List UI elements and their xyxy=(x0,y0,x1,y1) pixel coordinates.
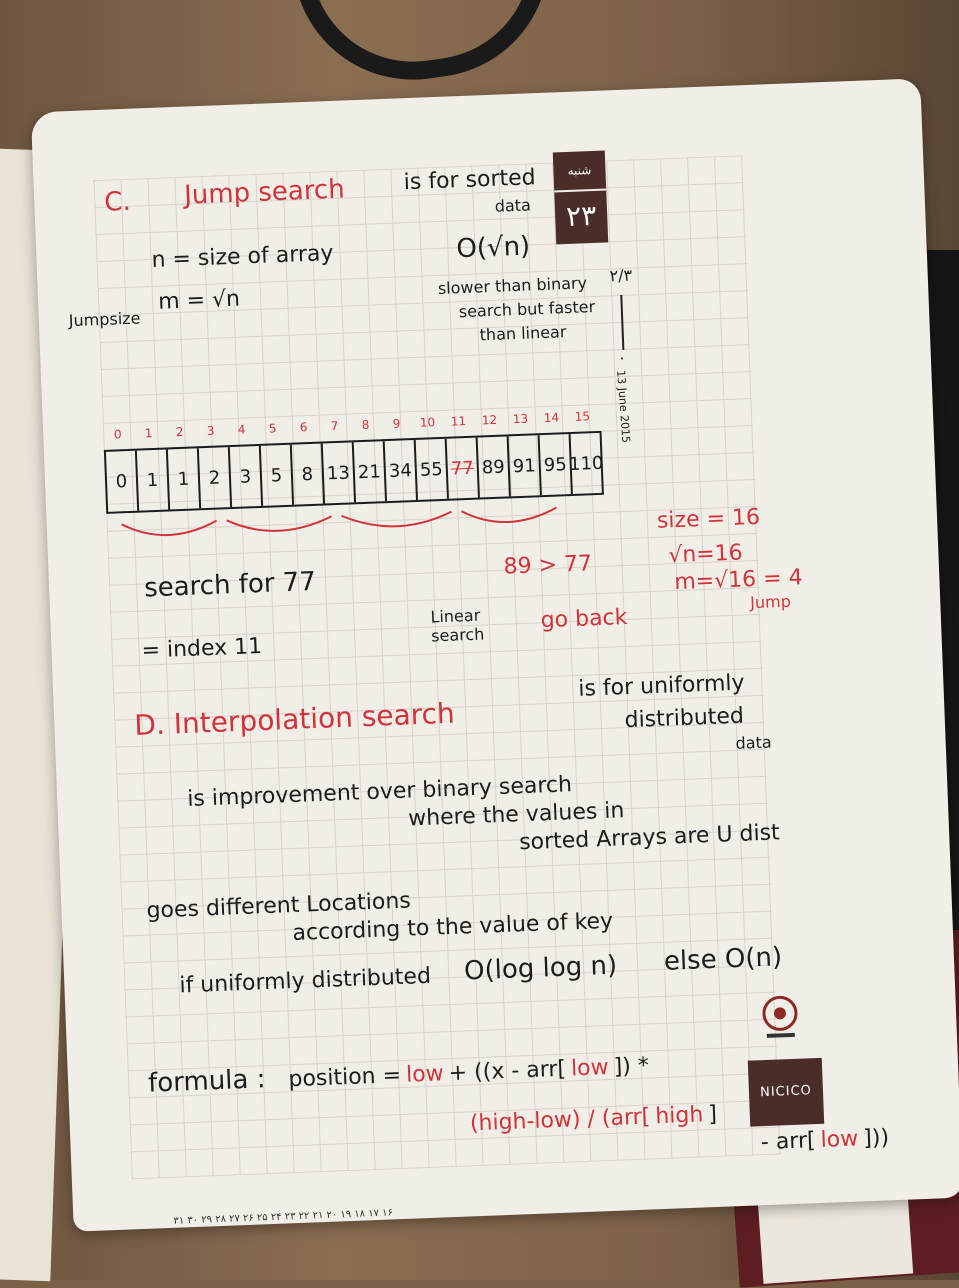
day-tag-weekday: شنبه xyxy=(552,150,607,193)
array-cell: 1 xyxy=(136,449,171,511)
array-cell: 3 xyxy=(229,445,264,508)
jump-arc-1 xyxy=(121,519,218,537)
formula-high: high xyxy=(654,1102,704,1130)
array-cell: 55 xyxy=(415,438,449,500)
formula-part-2: ]) * xyxy=(613,1053,650,1080)
section-c-title: Jump search xyxy=(183,174,346,211)
compare-note: 89 > 77 xyxy=(503,551,593,580)
formula-label: formula : xyxy=(147,1064,266,1099)
go-back-note: go back xyxy=(540,604,628,634)
formula-line-3: - arr[ low ])) xyxy=(760,1125,889,1155)
formula-part-6: ])) xyxy=(862,1125,890,1152)
counter-top: ۲/۳ xyxy=(609,265,633,286)
formula-lhs: position = xyxy=(288,1063,402,1093)
section-d-desc-3: data xyxy=(735,732,772,753)
jump-arc-4 xyxy=(461,506,557,524)
array-index: 6 xyxy=(299,420,308,435)
counter-bottom: ۰ xyxy=(617,347,627,368)
day-tag: شنبه ۲۳ xyxy=(552,150,609,245)
size-note: size = 16 xyxy=(656,504,761,534)
formula-part-1: + ((x - arr[ xyxy=(448,1056,567,1087)
formula-low-2: low xyxy=(570,1055,610,1082)
array-index: 1 xyxy=(144,426,153,441)
jump-size-label: Jumpsize xyxy=(68,308,141,331)
array-cell: 91 xyxy=(508,435,542,497)
array-cell: 95 xyxy=(539,434,573,496)
array-index: 3 xyxy=(206,423,215,438)
section-c-desc-1: is for sorted xyxy=(403,165,537,196)
line-else-on: else O(n) xyxy=(663,942,783,977)
line-loglogn: O(log log n) xyxy=(463,950,618,987)
array-index: 2 xyxy=(175,424,184,440)
array-cell: 1 xyxy=(167,448,202,510)
array-index: 10 xyxy=(419,415,436,430)
array-index: 4 xyxy=(237,422,246,437)
notebook-page: C. Jump search is for sorted data شنبه ۲… xyxy=(30,78,959,1232)
section-c-letter: C. xyxy=(103,186,132,218)
array-cell: 89 xyxy=(477,436,511,498)
formula-low-3: low xyxy=(820,1126,859,1153)
array-cell: 110 xyxy=(568,452,604,475)
section-d-desc-2: distributed xyxy=(624,703,745,734)
jump-arc-3 xyxy=(341,510,452,528)
company-emblem xyxy=(755,988,805,1046)
array-cell: 13 xyxy=(322,442,357,504)
array-cell: 8 xyxy=(291,443,326,505)
array-index: 14 xyxy=(543,410,560,426)
array-cell: 21 xyxy=(353,441,388,503)
array-cell: 5 xyxy=(260,444,295,506)
array-index: 12 xyxy=(481,412,498,428)
linear-search-note: Linear search xyxy=(430,605,485,646)
formula-low-1: low xyxy=(405,1061,445,1088)
array-index: 9 xyxy=(392,416,401,431)
section-c-desc-2: data xyxy=(494,195,532,216)
array-index: 7 xyxy=(330,418,339,434)
array-index: 13 xyxy=(512,411,529,427)
formula-part-5: - arr[ xyxy=(760,1128,817,1156)
array-cell: 2 xyxy=(198,447,233,509)
sqrt-note: √n=16 xyxy=(667,540,744,569)
formula-part-4: ] xyxy=(707,1101,718,1128)
array-cell: 34 xyxy=(384,439,418,502)
array-cell: 77 xyxy=(446,437,480,499)
jump-note: Jump xyxy=(749,591,792,613)
array-cell: 0 xyxy=(105,450,140,512)
note-line-3: than linear xyxy=(479,322,567,345)
m-note: m=√16 = 4 xyxy=(673,565,804,596)
jump-arcs xyxy=(121,506,557,537)
array-index: 0 xyxy=(113,427,122,442)
array-index: 8 xyxy=(361,417,370,433)
emblem-icon xyxy=(762,995,798,1038)
jump-arc-2 xyxy=(226,515,332,532)
result-index: = index 11 xyxy=(141,634,263,664)
day-tag-number: ۲۳ xyxy=(565,198,597,234)
array-index: 11 xyxy=(450,414,467,429)
brand-logo: NICICO xyxy=(747,1057,825,1127)
array-index: 15 xyxy=(574,409,591,424)
array-index: 5 xyxy=(268,421,277,436)
m-definition: m = √n xyxy=(157,286,241,315)
complexity-c: O(√n) xyxy=(455,231,531,265)
